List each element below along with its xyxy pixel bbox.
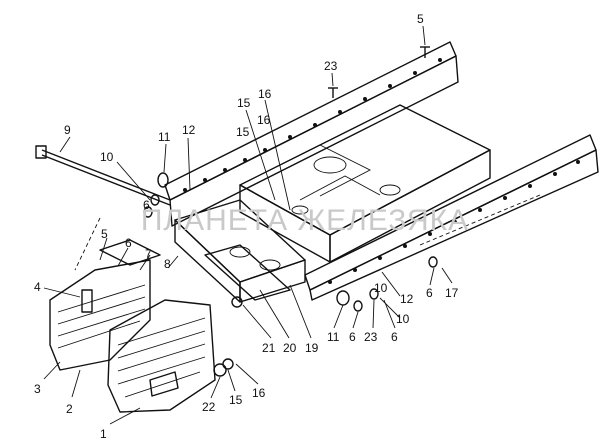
callout-label: 10 <box>374 281 388 295</box>
hardware <box>143 46 438 377</box>
callout-label: 15 <box>236 125 250 139</box>
frame-rail-upper <box>164 41 459 227</box>
callout-label: 12 <box>400 292 414 306</box>
callout-label: 9 <box>64 123 71 137</box>
frame-rail-lower <box>304 134 599 301</box>
callout-label: 16 <box>258 87 272 101</box>
callout-label: 5 <box>417 12 424 26</box>
watermark: ПЛАНЕТА ЖЕЛЕЗЯКА <box>141 204 469 237</box>
callout-label: 23 <box>324 59 338 73</box>
center-frame-assembly <box>239 104 491 263</box>
weight-stack-rear <box>49 239 161 371</box>
leader-lines <box>43 25 453 425</box>
callout-label: 20 <box>283 341 297 355</box>
callout-label: 6 <box>391 330 398 344</box>
callout-label: 10 <box>396 312 410 326</box>
callout-label: 6 <box>349 330 356 344</box>
callout-labels: 1 2 3 4 5 6 7 8 9 10 11 12 15 16 5 23 6 … <box>34 12 459 441</box>
callout-label: 15 <box>229 393 243 407</box>
callout-label: 23 <box>364 330 378 344</box>
alignment-lines <box>74 194 541 271</box>
callout-label: 10 <box>100 150 114 164</box>
callout-label: 21 <box>262 341 276 355</box>
callout-label: 5 <box>101 227 108 241</box>
weight-bracket <box>174 199 306 303</box>
callout-label: 16 <box>252 386 266 400</box>
callout-label: 17 <box>445 286 459 300</box>
callout-label: 12 <box>182 123 196 137</box>
callout-label: 8 <box>164 257 171 271</box>
callout-label: 6 <box>426 286 433 300</box>
callout-label: 11 <box>327 330 340 344</box>
long-bolt <box>35 145 171 206</box>
callout-label: 1 <box>100 427 107 441</box>
callout-label: 15 <box>237 96 251 110</box>
callout-label: 4 <box>34 280 41 294</box>
callout-label: 7 <box>145 247 152 261</box>
callout-label: 16 <box>257 113 271 127</box>
callout-label: 22 <box>202 400 216 414</box>
callout-label: 19 <box>305 341 319 355</box>
callout-label: 6 <box>143 198 150 212</box>
callout-label: 11 <box>158 130 171 144</box>
callout-label: 2 <box>66 402 73 416</box>
weight-stack-front <box>107 299 216 413</box>
callout-label: 6 <box>125 236 132 250</box>
callout-label: 3 <box>34 382 41 396</box>
